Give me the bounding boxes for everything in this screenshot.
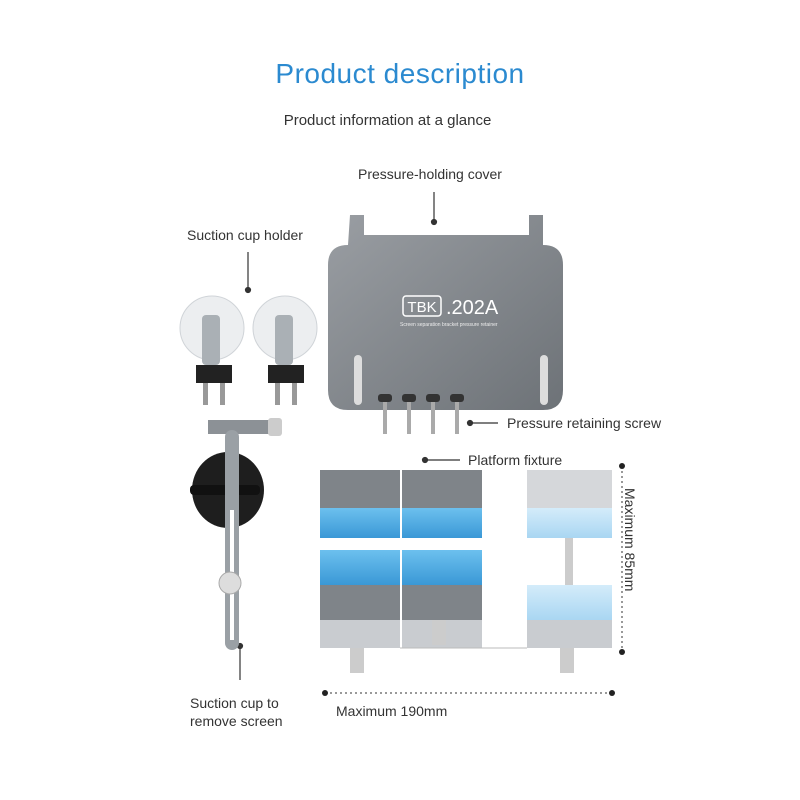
model-text: .202A	[446, 297, 499, 319]
tagline-text: Screen separation bracket pressure retai…	[400, 322, 498, 328]
page-title: Product description	[275, 58, 525, 89]
label-max-width: Maximum 190mm	[336, 703, 448, 719]
label-suction-line2: remove screen	[190, 713, 283, 729]
label-cover: Pressure-holding cover	[358, 166, 502, 182]
label-screw: Pressure retaining screw	[507, 415, 662, 431]
brand-logo: TBK	[407, 299, 436, 316]
dimension-lines	[322, 463, 625, 696]
label-cup-holder: Suction cup holder	[187, 227, 303, 243]
page-subtitle: Product information at a glance	[283, 112, 492, 129]
label-platform: Platform fixture	[468, 452, 563, 468]
suction-cup-holders	[179, 295, 318, 405]
pressure-screws	[378, 394, 464, 434]
label-max-height: Maximum 85mm	[622, 488, 638, 592]
leader-lines	[236, 192, 498, 680]
pressure-holding-cover: TBK .202A Screen separation bracket pres…	[328, 215, 563, 410]
platform-fixture	[320, 470, 612, 673]
suction-cup-tool	[190, 418, 282, 650]
label-suction-line1: Suction cup to	[190, 695, 279, 711]
